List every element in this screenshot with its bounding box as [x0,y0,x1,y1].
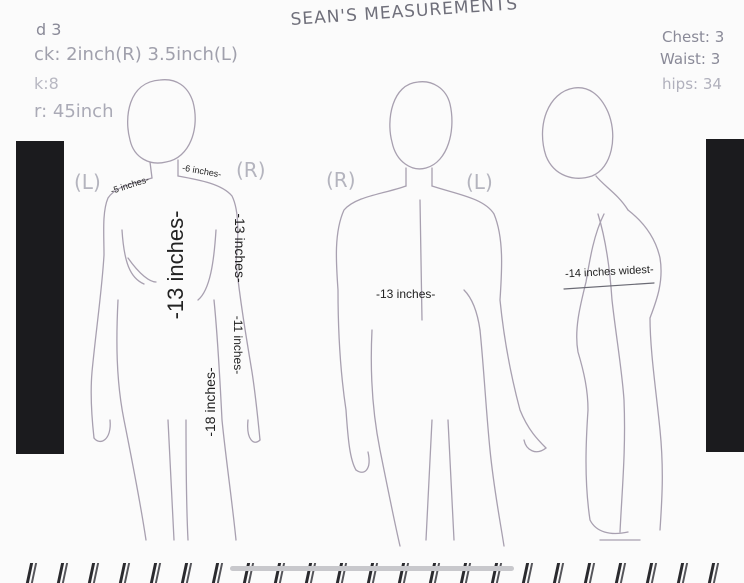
front-right-marker: (R) [236,158,266,182]
arm-lower-measure: -11 inches- [231,305,245,385]
back-left-marker: (L) [466,170,493,194]
leg-length-measure: -18 inches- [202,352,218,452]
note-chest: Chest: 3 [662,28,724,46]
note-line-3: k:8 [34,74,59,93]
scroll-indicator[interactable] [230,566,514,571]
torso-length-measure: -13 inches- [163,205,189,325]
note-waist: Waist: 3 [660,50,720,68]
note-line-4: r: 45inch [34,101,114,122]
note-line-1: d 3 [36,20,61,39]
back-right-marker: (R) [326,168,356,192]
widest-underline [564,283,654,289]
note-line-2: ck: 2inch(R) 3.5inch(L) [34,44,238,65]
note-hips: hips: 34 [662,75,722,93]
side-figure-sketch [542,88,662,540]
back-figure-sketch [336,82,546,546]
back-width-measure: -13 inches- [376,287,435,301]
front-left-marker: (L) [74,170,101,194]
arm-upper-measure: -13 inches- [232,198,248,298]
